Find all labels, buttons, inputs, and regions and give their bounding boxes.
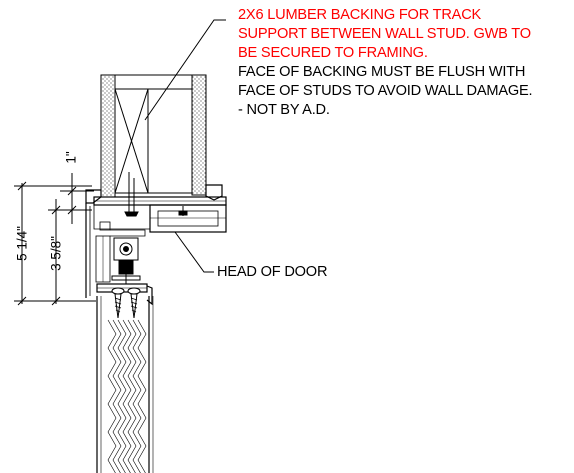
wood-grain	[107, 319, 147, 473]
backing-note-red-line-3: BE SECURED TO FRAMING.	[238, 45, 428, 61]
gypsum-board-left	[100, 74, 116, 198]
dimension-overall-label: 5 1/4"	[14, 226, 30, 261]
track-fasteners	[124, 172, 188, 217]
backing-note-black-line-1: FACE OF BACKING MUST BE FLUSH WITH	[238, 64, 526, 80]
head-of-door-label: HEAD OF DOOR	[217, 264, 328, 280]
backing-note-red-line-2: SUPPORT BETWEEN WALL STUD. GWB TO	[238, 26, 531, 42]
dimension-backing-label: 1"	[63, 151, 79, 164]
backing-note-black-line-2: FACE OF STUDS TO AVOID WALL DAMAGE.	[238, 83, 533, 99]
door-screws	[111, 287, 141, 319]
dimension-lines	[14, 173, 96, 306]
door-leaf	[96, 296, 154, 473]
lumber-backing	[114, 88, 192, 194]
leader-lines	[144, 19, 226, 273]
dimension-track-label: 3 5/8"	[48, 236, 64, 271]
corner-beads	[85, 184, 223, 204]
backing-note-red-line-1: 2X6 LUMBER BACKING FOR TRACK	[238, 7, 482, 23]
door-top-plate	[96, 283, 153, 306]
gypsum-board-right	[191, 74, 207, 196]
backing-note-black-line-3: - NOT BY A.D.	[238, 102, 330, 118]
roller-hanger	[111, 237, 141, 284]
track-head-frame	[85, 196, 227, 298]
gypsum-board	[100, 74, 207, 198]
